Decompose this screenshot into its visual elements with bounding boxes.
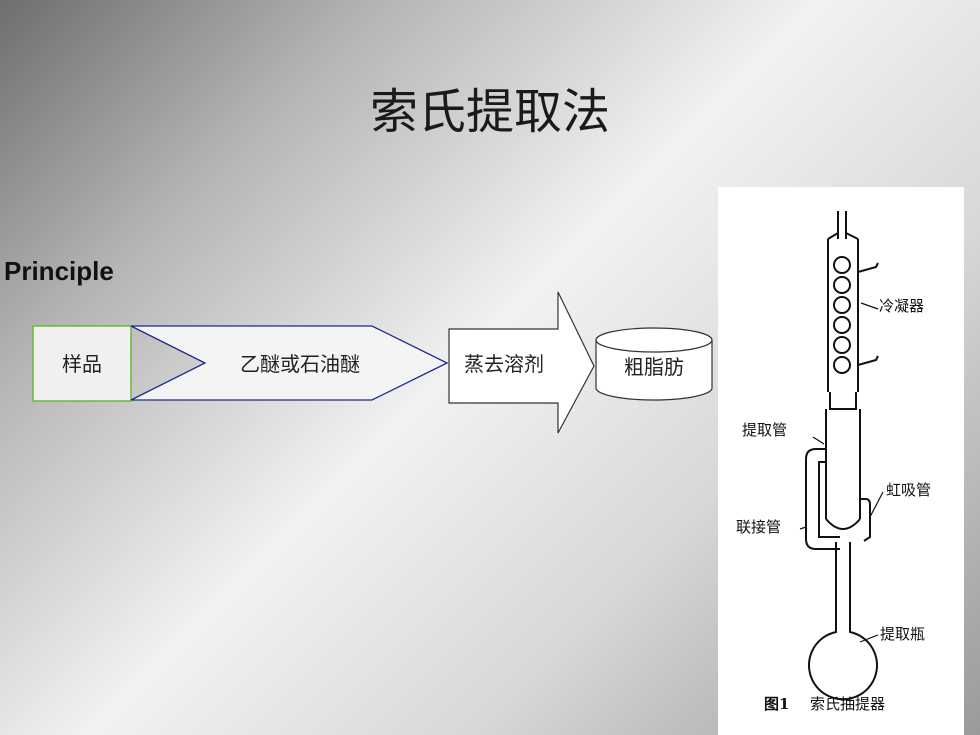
evaporate-label: 蒸去溶剂 [464, 352, 544, 376]
sample-label: 样品 [62, 352, 102, 376]
extraction-tube-label: 提取管 [742, 421, 787, 439]
evaporate-arrow [448, 291, 595, 434]
product-label: 粗脂肪 [624, 355, 684, 379]
principle-heading: Principle [4, 256, 114, 286]
solvent-label: 乙醚或石油醚 [240, 352, 360, 376]
figure-caption-number: 图1 [764, 695, 789, 713]
sample-box [32, 325, 132, 402]
process-flow-diagram: 样品 乙醚或石油醚 蒸去溶剂 粗脂肪 [32, 291, 713, 434]
condenser-label: 冷凝器 [879, 297, 924, 315]
flask-label: 提取瓶 [880, 625, 925, 643]
connecting-tube-label: 联接管 [736, 518, 781, 536]
slide-title: 索氏提取法 [369, 84, 610, 140]
product-cylinder [595, 327, 713, 401]
figure-caption-text: 索氏抽提器 [810, 695, 885, 713]
siphon-label: 虹吸管 [886, 481, 931, 499]
solvent-arrow [130, 325, 449, 401]
soxhlet-apparatus-figure: 冷凝器 提取管 虹吸管 联接管 提取瓶 图1 索氏抽提器 [718, 187, 964, 735]
